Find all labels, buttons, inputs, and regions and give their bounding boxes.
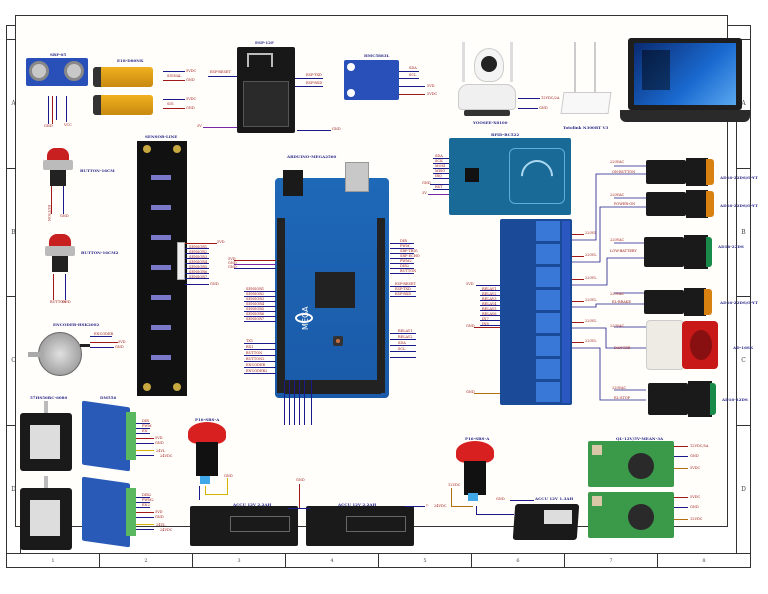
sensor-line-header bbox=[177, 242, 185, 280]
indicator-lamp-5[interactable] bbox=[648, 381, 718, 417]
hmc5883l-module[interactable]: HMC5883L bbox=[344, 53, 399, 100]
ir-sensor-pair bbox=[151, 295, 171, 300]
esp12f-module[interactable]: ESP-12F bbox=[237, 40, 295, 133]
ir-sensor-pair bbox=[151, 235, 171, 240]
push-button-1[interactable] bbox=[43, 148, 73, 208]
e18-sensor-2[interactable] bbox=[93, 95, 163, 115]
arduino-logo bbox=[295, 313, 313, 323]
ir-sensor-pair bbox=[151, 205, 171, 210]
stepper-driver-2[interactable] bbox=[82, 476, 138, 548]
relay-8ch-module[interactable] bbox=[500, 219, 572, 405]
transducer-left bbox=[29, 61, 49, 81]
indicator-lamp-2[interactable] bbox=[646, 190, 716, 218]
relay bbox=[536, 221, 560, 241]
stepper-driver-1[interactable] bbox=[82, 400, 138, 472]
srf05-module[interactable]: SRF-05 bbox=[26, 52, 88, 96]
emergency-stop-button-1[interactable] bbox=[188, 422, 228, 486]
emergency-stop-button-2[interactable] bbox=[456, 441, 496, 505]
indicator-lamp-1[interactable] bbox=[646, 158, 716, 186]
relay bbox=[536, 336, 560, 356]
siren-alarm[interactable] bbox=[646, 320, 720, 370]
ir-sensor-pair bbox=[151, 355, 171, 360]
battery-12v-1[interactable] bbox=[190, 506, 298, 546]
ir-sensor-pair bbox=[151, 265, 171, 270]
relay bbox=[536, 267, 560, 287]
reset-button[interactable] bbox=[333, 336, 343, 346]
relay bbox=[536, 382, 560, 402]
laptop[interactable] bbox=[620, 38, 750, 124]
indicator-lamp-3[interactable] bbox=[644, 235, 714, 269]
dc-jack bbox=[283, 170, 303, 196]
stepper-motor-1[interactable] bbox=[20, 401, 74, 475]
transducer-right bbox=[64, 61, 84, 81]
laptop-screen bbox=[634, 43, 736, 105]
ip-camera[interactable] bbox=[456, 42, 518, 118]
relay bbox=[536, 290, 560, 310]
ir-sensor-pair bbox=[151, 175, 171, 180]
stepper-motor-2[interactable] bbox=[20, 476, 74, 552]
rfid-rc522-module[interactable]: RFID-RC522 bbox=[449, 132, 571, 215]
e18-sensor-1[interactable]: E18-D80NK bbox=[93, 58, 163, 87]
battery-12v-2[interactable] bbox=[306, 506, 414, 546]
relay bbox=[536, 244, 560, 264]
battery-12v-3[interactable] bbox=[512, 502, 580, 542]
indicator-lamp-4[interactable] bbox=[644, 288, 714, 316]
arduino-mega-board[interactable]: ARDUINO-MEGA2560 MEGA bbox=[273, 154, 391, 400]
push-button-2[interactable] bbox=[45, 234, 75, 294]
mcu-chip bbox=[315, 272, 355, 308]
wifi-router[interactable] bbox=[560, 42, 612, 120]
buck-converter-2[interactable] bbox=[588, 492, 678, 538]
ir-sensor-pair bbox=[151, 325, 171, 330]
relay bbox=[536, 359, 560, 379]
camera-lens bbox=[481, 56, 497, 72]
relay bbox=[536, 313, 560, 333]
usb-port bbox=[345, 162, 369, 192]
rotary-encoder[interactable] bbox=[28, 330, 90, 378]
buck-converter-1[interactable] bbox=[588, 441, 678, 487]
